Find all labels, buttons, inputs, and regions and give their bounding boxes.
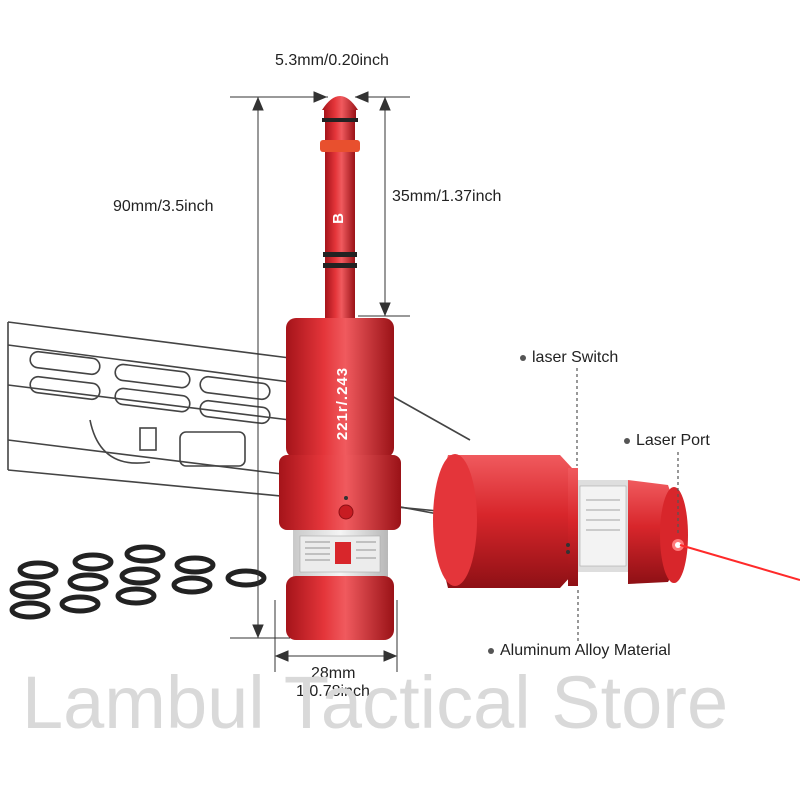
callout-leaders bbox=[576, 368, 679, 642]
boresighter-horizontal bbox=[433, 454, 688, 588]
rail-drawing bbox=[7, 321, 481, 521]
arbor-marking: B bbox=[329, 213, 347, 224]
store-watermark: Lambul Tactical Store bbox=[22, 661, 729, 744]
arbor-length-label: 35mm/1.37inch bbox=[392, 188, 502, 205]
body-width-inch-label: 1 0.78inch bbox=[296, 683, 370, 700]
body-width-mm-label: 28mm bbox=[311, 665, 356, 682]
tip-width-label: 5.3mm/0.20inch bbox=[275, 52, 389, 69]
caliber-marking: 221r/.243 bbox=[334, 366, 352, 441]
material-label: Aluminum Alloy Material bbox=[488, 642, 671, 660]
dimension-lines bbox=[230, 91, 410, 672]
laser-port-label: Laser Port bbox=[624, 432, 710, 450]
boresighter-vertical bbox=[279, 96, 401, 640]
laser-beam bbox=[679, 544, 800, 581]
total-length-label: 90mm/3.5inch bbox=[113, 198, 214, 215]
laser-switch-label: laser Switch bbox=[520, 349, 618, 367]
o-rings bbox=[9, 544, 267, 620]
